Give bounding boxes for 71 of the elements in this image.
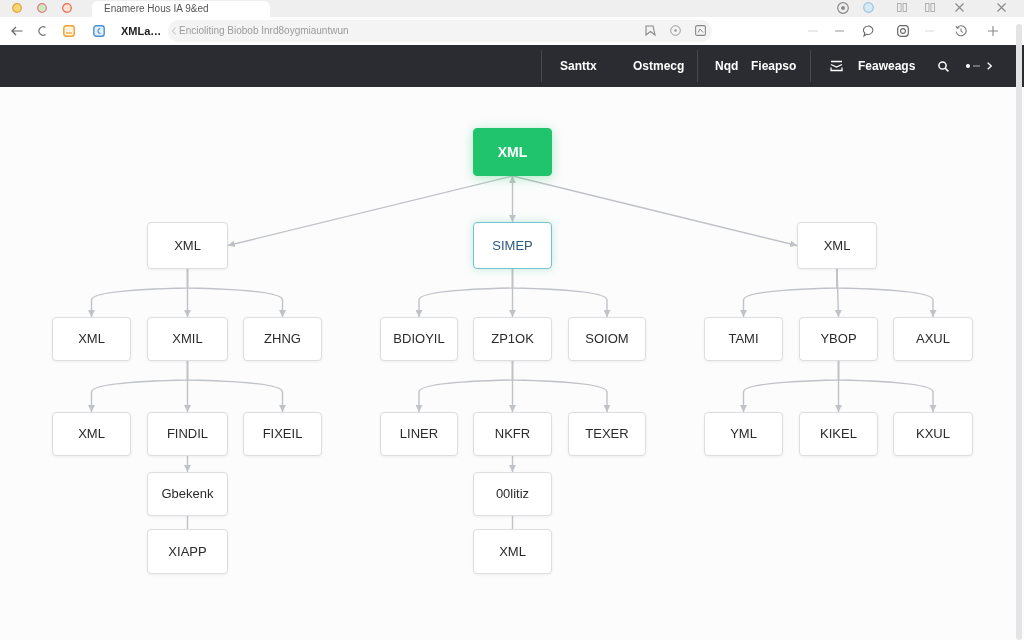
node-label: ZP1OK bbox=[491, 331, 534, 347]
node-label: FIXEIL bbox=[262, 426, 303, 442]
connector-arrow bbox=[186, 360, 286, 413]
tab-title: Enamere Hous IA 9&ed bbox=[104, 3, 209, 15]
node-label: 00litiz bbox=[495, 486, 530, 502]
tree-node bbox=[473, 412, 552, 456]
node-label: LINER bbox=[399, 426, 439, 442]
tree-node bbox=[799, 317, 878, 361]
node-label: TAMI bbox=[728, 331, 759, 347]
connector-arrow bbox=[511, 175, 798, 248]
node-label: XML bbox=[497, 144, 528, 160]
url-text: Encioliting Biobob Inrd8oygmiauntwun bbox=[179, 25, 349, 37]
tree-node bbox=[473, 222, 552, 269]
node-label: XML bbox=[499, 543, 526, 560]
node-label: XIAPP bbox=[168, 543, 207, 560]
node-label: XML bbox=[78, 331, 105, 347]
node-label: YBOP bbox=[820, 331, 857, 347]
tree-node bbox=[893, 317, 973, 361]
connector-arrow bbox=[509, 175, 516, 223]
node-label: KXUL bbox=[916, 426, 950, 442]
tree-node bbox=[568, 317, 646, 361]
nav-link: Santtx bbox=[560, 58, 597, 74]
node-label: XML bbox=[823, 237, 851, 254]
node-label: XML bbox=[78, 426, 105, 442]
tree-node bbox=[893, 412, 973, 456]
nav-link: Ostmecg bbox=[633, 58, 685, 74]
tree-node bbox=[797, 222, 877, 269]
nav-link: Feaweags bbox=[858, 58, 916, 74]
nav-link: Nqd bbox=[715, 58, 739, 74]
node-label: XML bbox=[174, 237, 201, 254]
tree-node bbox=[380, 412, 458, 456]
tree-node bbox=[473, 529, 552, 574]
tree-node bbox=[568, 412, 646, 456]
node-label: AXUL bbox=[916, 331, 950, 347]
node-label: BDIOYIL bbox=[393, 331, 445, 347]
connector-arrow bbox=[184, 455, 191, 473]
node-label: KIKEL bbox=[820, 426, 857, 442]
node-label: Gbekenk bbox=[161, 486, 214, 502]
node-label: FINDIL bbox=[166, 426, 209, 442]
connector-arrow bbox=[511, 360, 611, 413]
site-name: XMLa… bbox=[121, 24, 162, 38]
nav-link: Fieapso bbox=[751, 58, 797, 74]
connector-arrow bbox=[227, 175, 514, 248]
tree-node bbox=[473, 317, 552, 361]
connector-arrow bbox=[186, 268, 286, 318]
connector-arrow bbox=[837, 360, 937, 413]
tree-node bbox=[147, 412, 228, 456]
tree-node bbox=[52, 412, 131, 456]
tree-node bbox=[147, 317, 228, 361]
tree-node bbox=[52, 317, 131, 361]
tree-node bbox=[704, 317, 783, 361]
tree-node bbox=[147, 222, 228, 269]
connector-arrow bbox=[509, 455, 516, 473]
node-label: SIMEP bbox=[492, 237, 533, 254]
tree-node bbox=[473, 128, 552, 176]
tree-node bbox=[799, 412, 878, 456]
tree-node bbox=[243, 317, 322, 361]
node-label: YML bbox=[730, 426, 757, 442]
tree-node bbox=[243, 412, 322, 456]
node-label: XMIL bbox=[172, 331, 203, 347]
node-label: TEXER bbox=[585, 426, 629, 442]
connector-arrow bbox=[511, 268, 611, 318]
node-label: NKFR bbox=[494, 426, 531, 442]
connector-arrow bbox=[836, 268, 937, 318]
tree-node bbox=[147, 472, 228, 516]
tree-node bbox=[147, 529, 228, 574]
node-label: SOIOM bbox=[585, 331, 629, 347]
tree-node bbox=[473, 472, 552, 516]
node-label: ZHNG bbox=[264, 331, 301, 347]
tree-node bbox=[704, 412, 783, 456]
tree-node bbox=[380, 317, 458, 361]
